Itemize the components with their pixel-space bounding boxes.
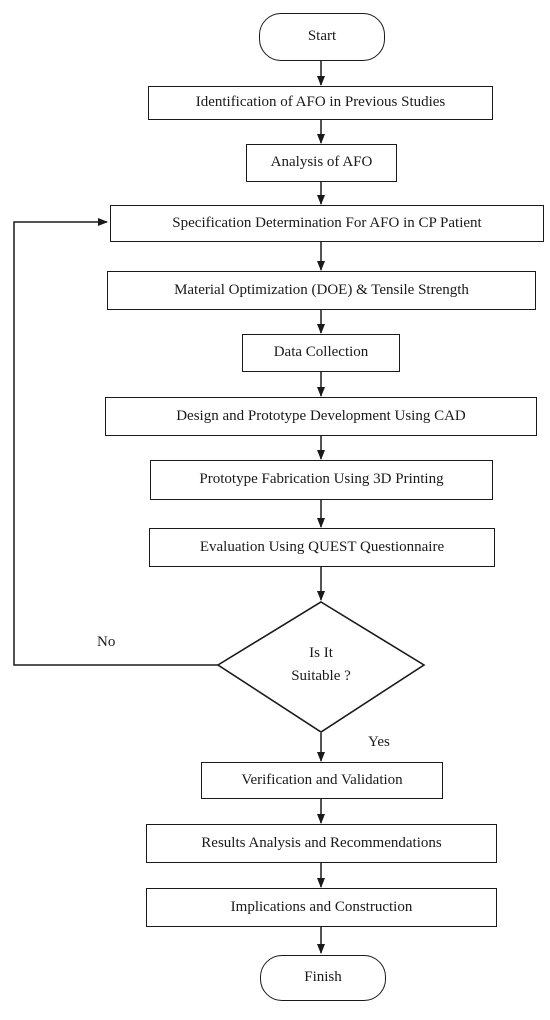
- specification-box: Specification Determination For AFO in C…: [110, 205, 544, 242]
- implications-box: Implications and Construction: [146, 888, 497, 927]
- decision-text: Is It Suitable ?: [255, 642, 387, 687]
- data-collection-box: Data Collection: [242, 334, 400, 372]
- finish-terminal: Finish: [260, 955, 386, 1001]
- material-box: Material Optimization (DOE) & Tensile St…: [107, 271, 536, 310]
- yes-label: Yes: [368, 734, 390, 750]
- decision-diamond: [216, 601, 426, 733]
- verification-box: Verification and Validation: [201, 762, 443, 799]
- results-box: Results Analysis and Recommendations: [146, 824, 497, 863]
- evaluation-box: Evaluation Using QUEST Questionnaire: [149, 528, 495, 567]
- arrow-no-loop: [13, 218, 218, 666]
- design-box: Design and Prototype Development Using C…: [105, 397, 537, 436]
- analysis-box: Analysis of AFO: [246, 144, 397, 182]
- fabrication-box: Prototype Fabrication Using 3D Printing: [150, 460, 493, 500]
- decision-line-2: Suitable ?: [291, 667, 351, 684]
- no-label: No: [97, 634, 116, 650]
- start-terminal: Start: [259, 13, 385, 61]
- decision-line-1: Is It: [309, 645, 333, 661]
- identification-box: Identification of AFO in Previous Studie…: [148, 86, 493, 120]
